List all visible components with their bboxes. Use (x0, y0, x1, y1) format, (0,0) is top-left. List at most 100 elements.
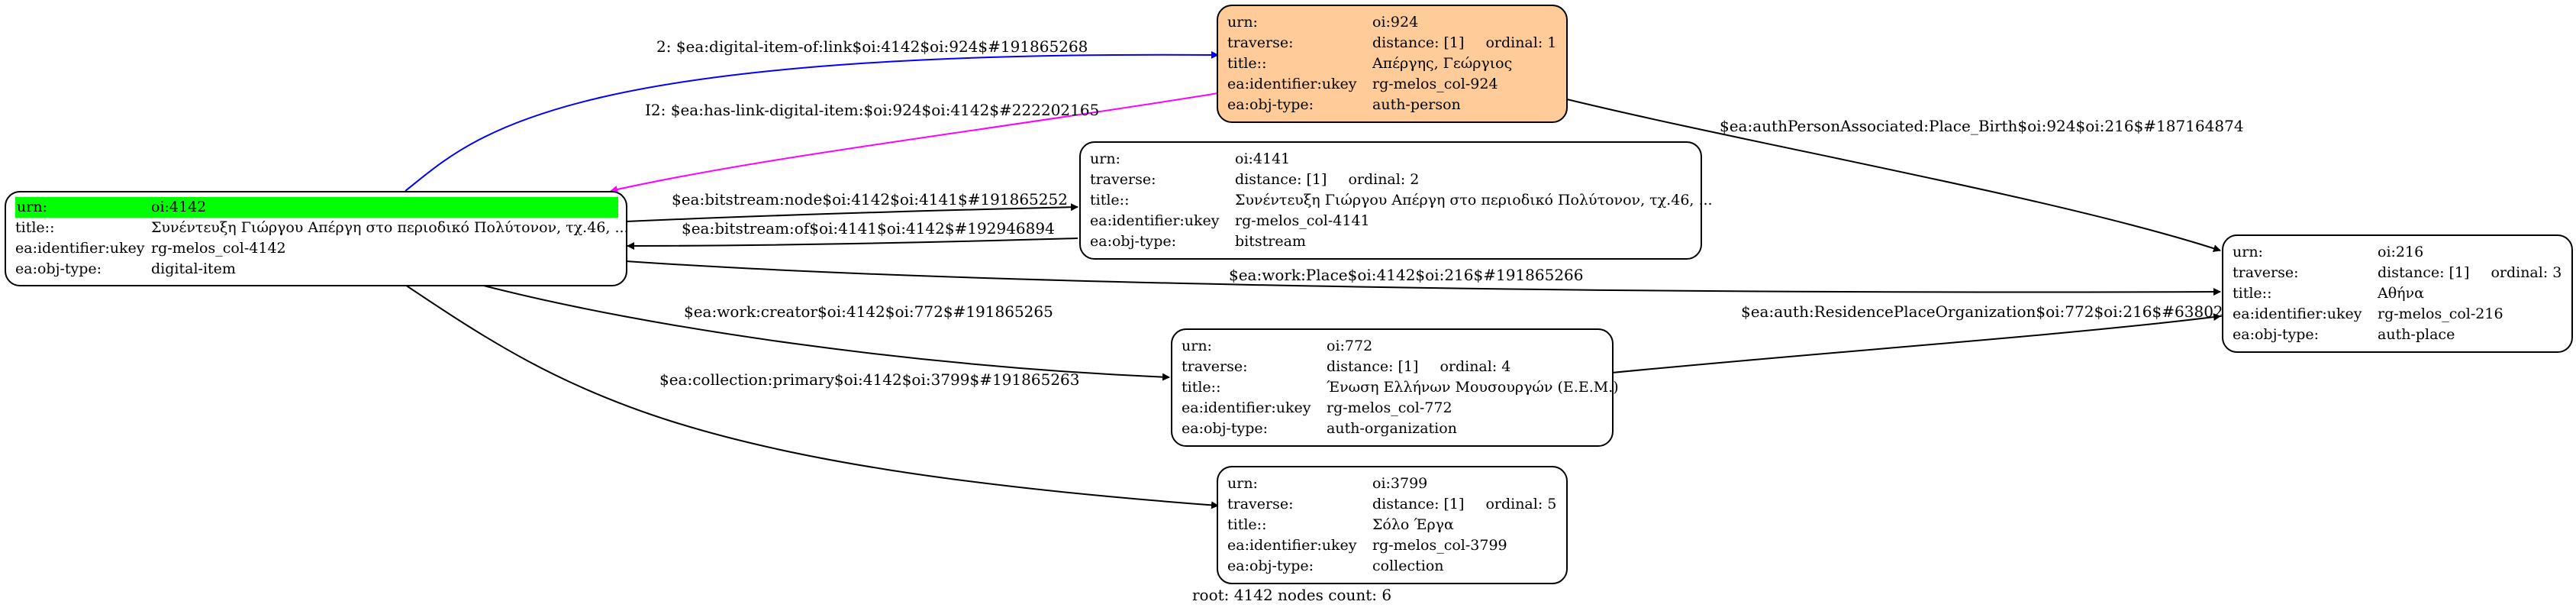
node-type-row: ea:obj-type: auth-person (1227, 95, 1566, 115)
title-key: title:: (1182, 379, 1221, 396)
ukey-value: rg-melos_col-772 (1327, 399, 1452, 416)
traverse-value: distance: [1] ordinal: 1 (1372, 33, 1566, 53)
node-urn-row: urn: oi:4141 (1090, 149, 1701, 170)
edge-4142-to-3799 (405, 284, 1219, 509)
title-key: title:: (15, 219, 55, 236)
type-value: digital-item (151, 260, 236, 277)
node-type-row: ea:obj-type: auth-organization (1182, 419, 1612, 439)
ordinal-value: ordinal: 4 (1440, 358, 1511, 375)
title-key: title:: (1090, 192, 1130, 209)
node-urn-row: urn: oi:924 (1227, 12, 1566, 33)
edge-4142-to-4141 (625, 203, 1078, 222)
edge-label-e5: $ea:work:Place$oi:4142$oi:216$#191865266 (1229, 266, 1584, 284)
node-type-row: ea:obj-type: bitstream (1090, 231, 1701, 252)
node-urn-row: urn: oi:216 (2233, 242, 2571, 263)
title-key: title:: (1227, 55, 1267, 72)
node-title-row: title:: Απέργης, Γεώργιος (1227, 53, 1566, 74)
distance-value: distance: [1] (1372, 496, 1465, 512)
type-key: ea:obj-type: (1182, 420, 1269, 437)
type-key: ea:obj-type: (1227, 558, 1314, 574)
node-ukey-row: ea:identifier:ukey rg-melos_col-4142 (15, 238, 626, 259)
node-traverse-row: traverse: distance: [1]ordinal: 2 (1090, 170, 1701, 190)
edge-label-e6: $ea:work:creator$oi:4142$oi:772$#1918652… (684, 302, 1053, 321)
ukey-key: ea:identifier:ukey (15, 240, 145, 257)
urn-key: urn: (1227, 14, 1258, 31)
urn-key: urn: (1227, 475, 1258, 492)
node-title-row: title:: Συνέντευξη Γιώργου Απέργη στο πε… (15, 218, 629, 238)
node-title-row: title:: Συνέντευξη Γιώργου Απέργη στο πε… (1090, 190, 1713, 211)
title-key: title:: (2233, 285, 2272, 302)
edge-label-e2: I2: $ea:has-link-digital-item:$oi:924$oi… (645, 101, 1099, 119)
title-value: Αθήνα (2378, 285, 2424, 302)
ukey-value: rg-melos_col-4142 (151, 240, 286, 257)
urn-value: oi:3799 (1372, 475, 1428, 492)
distance-value: distance: [1] (1235, 171, 1327, 188)
graph-footer: root: 4142 nodes count: 6 (1192, 586, 1392, 604)
type-value: auth-place (2378, 326, 2455, 343)
edge-4141-to-4142 (627, 238, 1078, 250)
ukey-value: rg-melos_col-924 (1372, 76, 1498, 92)
type-value: collection (1372, 558, 1444, 574)
node-oi-3799[interactable]: urn: oi:3799 traverse: distance: [1] ordi… (1217, 466, 1568, 584)
edge-label-e8: $ea:authPersonAssociated:Place_Birth$oi:… (1720, 117, 2244, 135)
edge-772-to-216 (1611, 313, 2221, 373)
distance-value: distance: [1] (2378, 264, 2470, 281)
node-oi-772[interactable]: urn: oi:772 traverse: distance: [1]ordin… (1171, 328, 1619, 447)
title-value: Συνέντευξη Γιώργου Απέργη στο περιοδικό … (1235, 192, 1713, 209)
node-traverse-row: traverse: distance: [1] ordinal: 5 (1227, 494, 1566, 515)
traverse-value: distance: [1] ordinal: 2 (1235, 170, 1701, 190)
title-value: Απέργης, Γεώργιος (1372, 55, 1513, 72)
node-title-row: title:: Σόλο Έργα (1227, 515, 1566, 535)
node-urn-row: urn: oi:3799 (1227, 474, 1566, 494)
ordinal-value: ordinal: 1 (1485, 34, 1557, 51)
edge-label-e1: 2: $ea:digital-item-of:link$oi:4142$oi:9… (656, 37, 1088, 56)
type-value: auth-person (1372, 96, 1461, 113)
node-traverse-row: traverse: distance: [1]ordinal: 1 (1227, 33, 1566, 53)
urn-value: oi:4142 (151, 197, 618, 218)
node-oi-4142[interactable]: urn: oi:4142 title:: Συνέντευξη Γιώργου … (5, 191, 629, 286)
node-ukey-row: ea:identifier:ukey rg-melos_col-3799 (1227, 535, 1566, 556)
node-ukey-row: ea:identifier:ukey rg-melos_col-772 (1182, 398, 1612, 419)
type-value: bitstream (1235, 233, 1306, 250)
traverse-value: distance: [1] ordinal: 5 (1372, 494, 1566, 515)
traverse-key: traverse: (1182, 358, 1248, 375)
ukey-value: rg-melos_col-3799 (1372, 537, 1507, 554)
node-title-row: title:: Αθήνα (2233, 283, 2571, 304)
title-key: title:: (1227, 516, 1267, 533)
ordinal-value: ordinal: 5 (1485, 496, 1557, 512)
edge-label-e4: $ea:bitstream:of$oi:4141$oi:4142$#192946… (682, 219, 1055, 238)
node-type-row: ea:obj-type: auth-place (2233, 325, 2571, 345)
distance-value: distance: [1] (1327, 358, 1419, 375)
edge-924-to-4142 (610, 92, 1219, 193)
ukey-key: ea:identifier:ukey (1090, 212, 1220, 229)
node-ukey-row: ea:identifier:ukey rg-melos_col-4141 (1090, 211, 1701, 231)
urn-value: oi:772 (1327, 338, 1373, 354)
urn-value: oi:216 (2378, 244, 2424, 260)
ordinal-value: ordinal: 2 (1348, 171, 1420, 188)
traverse-value: distance: [1] ordinal: 3 (2378, 263, 2571, 283)
node-oi-4141[interactable]: urn: oi:4141 traverse: distance: [1]ordi… (1079, 141, 1713, 260)
edge-label-e9: $ea:auth:ResidencePlaceOrganization$oi:7… (1741, 302, 2223, 321)
node-oi-924[interactable]: urn: oi:924 traverse: distance: [1]ordin… (1217, 5, 1568, 123)
node-title-row: title:: Ένωση Ελλήνων Μουσουργών (Ε.Ε.Μ.… (1182, 377, 1619, 398)
traverse-key: traverse: (1227, 496, 1294, 512)
type-key: ea:obj-type: (1090, 233, 1177, 250)
edge-4142-to-216 (625, 260, 2221, 296)
title-value: Ένωση Ελλήνων Μουσουργών (Ε.Ε.Μ.) (1327, 379, 1619, 396)
urn-key: urn: (2233, 244, 2263, 260)
node-traverse-row: traverse: distance: [1] ordinal: 4 (1182, 357, 1612, 377)
node-oi-216[interactable]: urn: oi:216 traverse: distance: [1]ordin… (2222, 234, 2573, 353)
type-value: auth-organization (1327, 420, 1457, 437)
ukey-value: rg-melos_col-216 (2378, 306, 2503, 322)
traverse-value: distance: [1] ordinal: 4 (1327, 357, 1612, 377)
edge-label-e7: $ea:collection:primary$oi:4142$oi:3799$#… (659, 370, 1080, 389)
ukey-key: ea:identifier:ukey (2233, 306, 2362, 322)
type-key: ea:obj-type: (1227, 96, 1314, 113)
distance-value: distance: [1] (1372, 34, 1465, 51)
node-ukey-row: ea:identifier:ukey rg-melos_col-924 (1227, 74, 1566, 95)
ordinal-value: ordinal: 3 (2491, 264, 2562, 281)
node-traverse-row: traverse: distance: [1]ordinal: 3 (2233, 263, 2571, 283)
node-type-row: ea:obj-type: digital-item (15, 259, 626, 280)
ukey-value: rg-melos_col-4141 (1235, 212, 1370, 229)
